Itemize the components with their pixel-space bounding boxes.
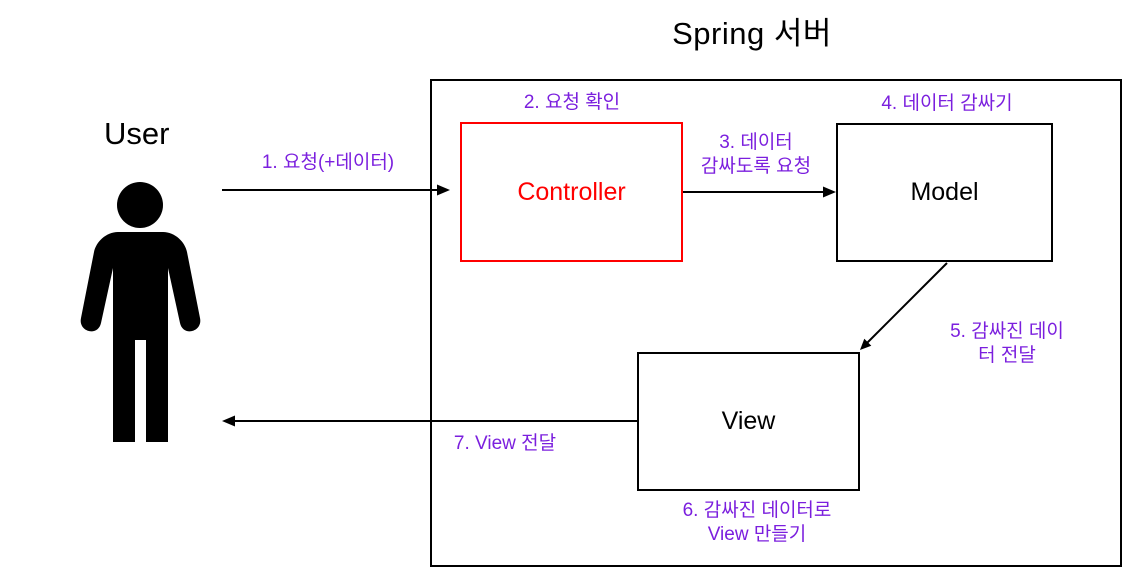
view-box: View (637, 352, 860, 491)
step-2-label: 2. 요청 확인 (523, 92, 621, 113)
model-label: Model (910, 178, 979, 206)
controller-box: Controller (460, 122, 683, 262)
diagram-title: Spring 서버 (672, 16, 832, 51)
step-7-label: 7. View 전달 (453, 433, 557, 454)
step-4-label: 4. 데이터 감싸기 (881, 93, 1013, 114)
step-6-label: 6. 감싸진 데이터로 View 만들기 (682, 500, 832, 545)
step-3-label: 3. 데이터 감싸도록 요청 (700, 132, 812, 177)
view-label: View (721, 407, 776, 435)
controller-label: Controller (517, 177, 626, 206)
step-5-label: 5. 감싸진 데이터 전달 (950, 321, 1064, 366)
step-1-label: 1. 요청(+데이터) (261, 152, 395, 173)
person-silhouette-icon (78, 180, 203, 448)
arrow-user-to-controller (222, 184, 450, 196)
spring-server-container-box (430, 79, 1122, 567)
user-label: User (104, 116, 170, 151)
model-box: Model (836, 123, 1053, 262)
